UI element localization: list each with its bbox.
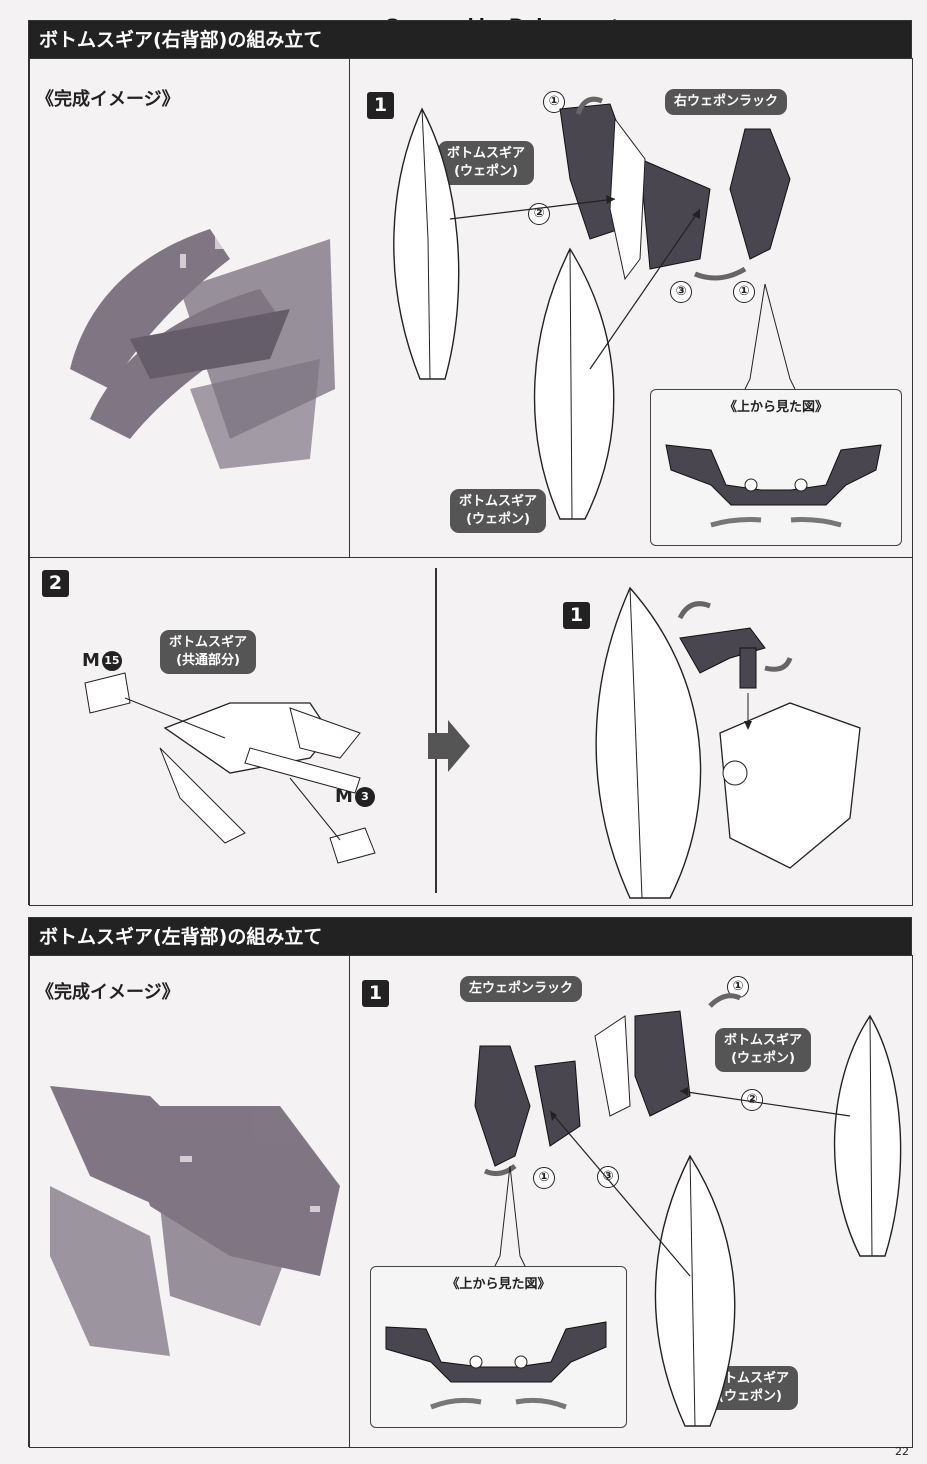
label-gear-weapon: ボトムスギア (ウェポン) [715, 1028, 812, 1072]
section-right-back: ボトムスギア(右背部)の組み立て 《完成イメージ》 1 ボトムスギア (ウェポン… [28, 20, 913, 906]
part-number-badge: 3 [354, 787, 375, 807]
step-number: 1 [362, 980, 389, 1007]
part-number-badge: 15 [101, 651, 122, 671]
label-weapon-rack: 右ウェポンラック [665, 89, 788, 115]
step-number: 2 [42, 570, 69, 597]
section-left-back: ボトムスギア(左背部)の組み立て 《完成イメージ》 1 左ウェポンラック ボトム… [28, 917, 913, 1448]
marker-3: ③ [597, 1166, 619, 1188]
completed-image-panel: 《完成イメージ》 [29, 955, 350, 1448]
section-title: ボトムスギア(右背部)の組み立て [29, 21, 911, 59]
page-number: 22 [895, 1445, 909, 1458]
step2-diagram [84, 586, 861, 899]
step1-diagram [474, 993, 902, 1427]
label-gear-common: ボトムスギア (共通部分) [160, 630, 257, 674]
label-weapon-rack: 左ウェポンラック [460, 976, 583, 1002]
part-letter: M [82, 650, 100, 671]
top-view-diagram [385, 1321, 607, 1410]
label-gear-weapon: ボトムスギア (ウェポン) [438, 141, 535, 185]
step-number: 1 [367, 92, 394, 119]
step2-divider [435, 568, 437, 893]
completed-image-label: 《完成イメージ》 [36, 89, 180, 110]
step1-panel: 1 左ウェポンラック ボトムスギア (ウェポン) ボトムスギア (ウェポン) ①… [349, 955, 913, 1448]
top-view-diagram [665, 444, 882, 528]
marker-1-top: ① [543, 91, 565, 113]
marker-1-bottom: ① [733, 281, 755, 303]
top-view-inset: 《上から見た図》 [370, 1266, 627, 1428]
inset-title: 《上から見た図》 [446, 1277, 551, 1292]
completed-image-illustration [70, 229, 335, 469]
marker-1-bottom: ① [533, 1167, 555, 1189]
top-view-inset: 《上から見た図》 [650, 389, 902, 546]
section-title: ボトムスギア(左背部)の組み立て [29, 918, 911, 956]
completed-image-label: 《完成イメージ》 [36, 982, 180, 1003]
step1-diagram [393, 96, 796, 520]
completed-image-panel: 《完成イメージ》 [29, 58, 350, 558]
label-gear-weapon-2: ボトムスギア (ウェポン) [450, 489, 547, 533]
sub-step-number: 1 [563, 602, 590, 629]
marker-3: ③ [670, 281, 692, 303]
inset-title: 《上から見た図》 [723, 400, 828, 415]
completed-image-illustration [50, 1086, 340, 1356]
step1-panel: 1 ボトムスギア (ウェポン) 右ウェポンラック ボトムスギア (ウェポン) ①… [349, 58, 913, 558]
